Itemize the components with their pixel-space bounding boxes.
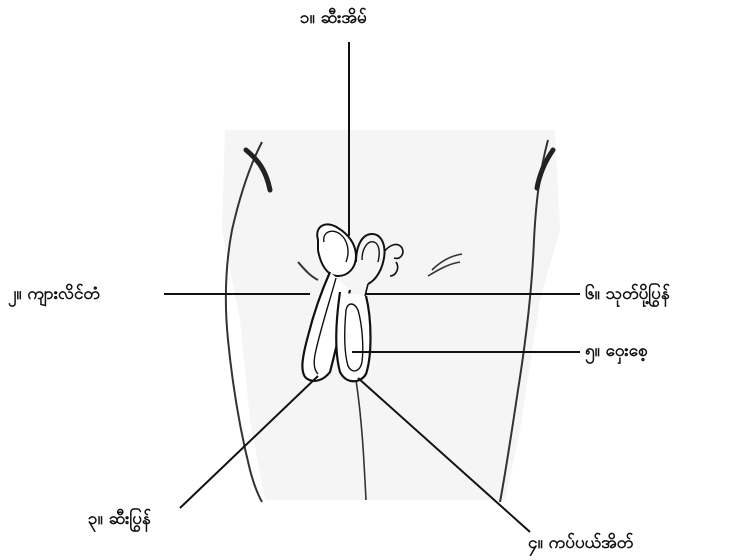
label-testis: ၅။ ဝှေးစေ့ [585, 341, 648, 361]
label-vas-deferens: ၆။ သုတ်ပို့ပြွန် [585, 284, 670, 304]
label-penis: ၂။ ကျားလိင်တံ [8, 284, 100, 304]
label-urethra: ၃။ ဆီးပြွန် [88, 509, 151, 529]
label-scrotum: ၄။ ကပ်ပယ်အိတ် [528, 533, 633, 553]
label-bladder: ၁။ ဆီးအိမ် [300, 8, 367, 28]
